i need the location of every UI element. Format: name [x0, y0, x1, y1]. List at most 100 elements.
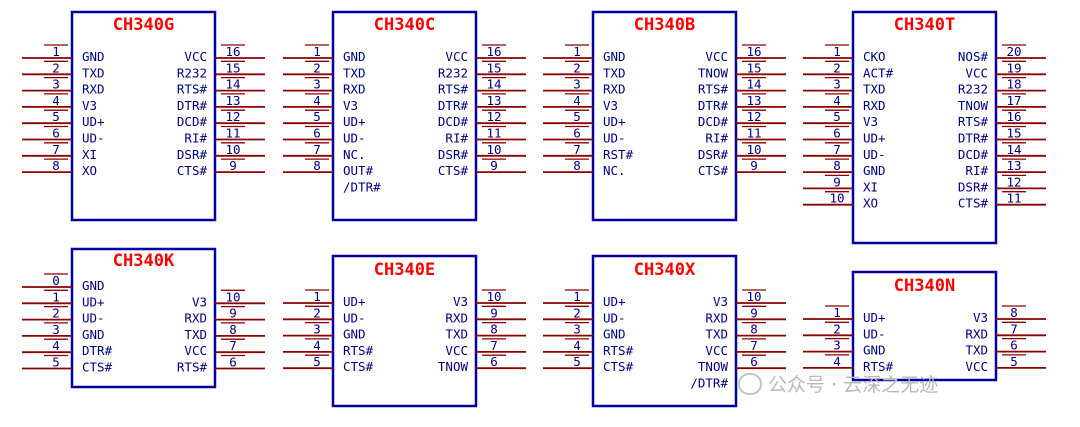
pin-name: GND — [603, 327, 626, 342]
pin-number: 11 — [225, 126, 240, 141]
pin-number: 8 — [750, 322, 758, 337]
pin-name: TXD — [965, 343, 988, 358]
pin-number: 20 — [1006, 44, 1021, 59]
pin-name: VCC — [965, 359, 988, 374]
pin-number: 12 — [225, 109, 240, 124]
pin-name: DCD# — [177, 114, 208, 129]
pin-number: 9 — [490, 158, 498, 173]
pin-number: 2 — [833, 60, 841, 75]
pin-name: RXD — [82, 82, 105, 97]
pin-number: 1 — [313, 289, 321, 304]
pin-number: 11 — [486, 126, 501, 141]
pin-name: RTS# — [863, 359, 894, 374]
pin-number: 14 — [746, 77, 761, 92]
pin-name: DTR# — [82, 343, 113, 358]
pin-number: 8 — [833, 158, 841, 173]
pin-number: 10 — [225, 289, 240, 304]
pin-number: 7 — [490, 338, 498, 353]
pin-name: TXD — [82, 65, 105, 80]
pin-name: UD- — [343, 131, 366, 146]
pin-number: 5 — [573, 109, 581, 124]
pin-number: 10 — [829, 191, 844, 206]
pin-number: 6 — [313, 126, 321, 141]
pin-number: 1 — [833, 305, 841, 320]
pin-number: 10 — [486, 142, 501, 157]
pin-number: 16 — [225, 44, 240, 59]
pin-number: 1 — [573, 289, 581, 304]
pin-name: DCD# — [958, 147, 989, 162]
pin-number: 3 — [313, 322, 321, 337]
pin-name: UD+ — [343, 294, 366, 309]
pin-name: RTS# — [177, 360, 208, 375]
pin-name: RTS# — [438, 82, 469, 97]
pin-name: DTR# — [438, 98, 469, 113]
pin-number: 15 — [1006, 126, 1021, 141]
pin-name: RST# — [603, 147, 634, 162]
chip-title-ch340x: CH340X — [634, 260, 696, 280]
pin-name: XI — [82, 147, 97, 162]
pin-number: 13 — [486, 93, 501, 108]
pin-name: RXD — [445, 310, 468, 325]
watermark-text: 公众号 · 云深之无迹 — [768, 374, 939, 396]
pin-name: GND — [82, 278, 105, 293]
pin-name: RXD — [965, 326, 988, 341]
pin-number: 16 — [1006, 109, 1021, 124]
pin-name: RTS# — [343, 343, 374, 358]
pin-name: UD+ — [863, 131, 886, 146]
chip-title-ch340b: CH340B — [634, 15, 695, 35]
pin-name: RXD — [863, 98, 886, 113]
chip-title-ch340t: CH340T — [894, 15, 955, 35]
chip-title-ch340c: CH340C — [374, 15, 435, 35]
pin-name: V3 — [863, 114, 878, 129]
pin-number: 5 — [52, 109, 60, 124]
pin-name: CTS# — [698, 163, 729, 178]
pin-name: RXD — [705, 310, 728, 325]
pin-number: 8 — [52, 158, 60, 173]
pin-number: 1 — [313, 44, 321, 59]
pin-name: RTS# — [698, 82, 729, 97]
pin-name: CKO — [863, 49, 886, 64]
pin-name: TXD — [863, 82, 886, 97]
pin-name: TNOW — [958, 98, 989, 113]
pin-name: V3 — [453, 294, 468, 309]
pin-name: DSR# — [177, 147, 208, 162]
pin-name: GND — [343, 49, 366, 64]
pin-name: TXD — [705, 327, 728, 342]
pin-name: RI# — [705, 131, 728, 146]
pin-name: V3 — [713, 294, 728, 309]
chip-body-ch340e — [331, 254, 478, 408]
pin-name: OUT# — [343, 163, 374, 178]
pin-name: TNOW — [438, 359, 469, 374]
pin-number: 5 — [1010, 354, 1018, 369]
chip-body-ch340c — [331, 10, 478, 222]
pin-name: XO — [863, 196, 878, 211]
chip-title-ch340e: CH340E — [374, 260, 435, 280]
pin-number: 3 — [52, 77, 60, 92]
pin-number: 19 — [1006, 60, 1021, 75]
chip-title-ch340n: CH340N — [894, 276, 955, 296]
pin-name-extra: /DTR# — [690, 376, 728, 391]
pin-name: NC. — [343, 147, 366, 162]
pin-number: 6 — [1010, 338, 1018, 353]
pin-name: VCC — [184, 343, 207, 358]
pin-name: XI — [863, 179, 878, 194]
chip-body-ch340k — [70, 247, 217, 389]
pin-name: ACT# — [863, 65, 894, 80]
pin-name: GND — [603, 49, 626, 64]
pin-number: 8 — [1010, 305, 1018, 320]
pin-number: 7 — [750, 338, 758, 353]
pin-number: 16 — [746, 44, 761, 59]
pin-name: V3 — [343, 98, 358, 113]
pin-number: 11 — [746, 126, 761, 141]
pin-name: NOS# — [958, 49, 989, 64]
pin-name: TXD — [184, 327, 207, 342]
pin-name: V3 — [192, 294, 207, 309]
pin-number: 9 — [490, 305, 498, 320]
pin-number: 5 — [573, 354, 581, 369]
pin-name: UD+ — [343, 114, 366, 129]
pin-name: TXD — [343, 65, 366, 80]
pin-number: 10 — [225, 142, 240, 157]
pin-number: 9 — [750, 158, 758, 173]
pin-number: 2 — [52, 60, 60, 75]
pin-number: 7 — [573, 142, 581, 157]
